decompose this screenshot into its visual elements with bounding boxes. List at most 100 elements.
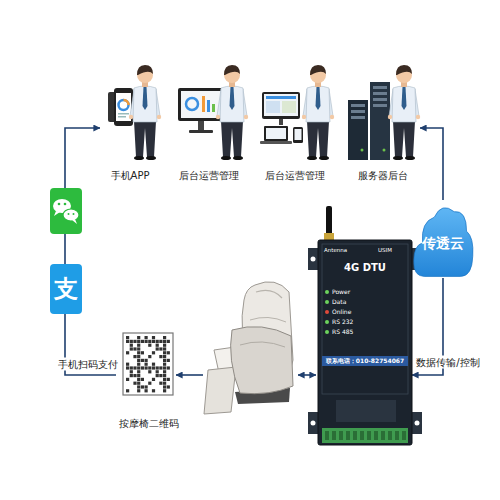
alipay-glyph: 支 bbox=[54, 277, 78, 301]
wechat-icon bbox=[58, 203, 61, 206]
qr-code bbox=[148, 355, 151, 358]
edge-label: 数据传输/控制 bbox=[414, 356, 481, 369]
monitor-figure bbox=[202, 96, 205, 112]
laptop-figure bbox=[266, 96, 296, 99]
qr-code bbox=[152, 363, 155, 366]
cloud-node: 传透云 bbox=[412, 200, 474, 278]
qr-code bbox=[133, 355, 136, 358]
qr-code bbox=[163, 359, 166, 362]
chair-qr-arrow bbox=[176, 374, 203, 376]
laptop-figure bbox=[266, 128, 286, 139]
device-label: Antenna bbox=[324, 247, 347, 254]
qr-code bbox=[152, 340, 155, 343]
server-figure bbox=[373, 98, 387, 101]
qr-code bbox=[123, 333, 173, 395]
massage-chair bbox=[204, 282, 293, 414]
qr-code bbox=[130, 344, 133, 347]
qr-node: 按摩椅二维码 bbox=[116, 330, 182, 432]
dtu-device bbox=[388, 431, 392, 440]
phone-app-figure bbox=[108, 65, 161, 160]
qr-code bbox=[167, 366, 170, 369]
server-figure bbox=[361, 149, 364, 152]
monitor-figure bbox=[207, 100, 210, 112]
qr-code bbox=[145, 389, 148, 392]
qr-code bbox=[137, 374, 140, 377]
qr-code bbox=[152, 366, 155, 369]
qr-code bbox=[126, 363, 129, 366]
qr-code bbox=[137, 355, 140, 358]
qr-code bbox=[137, 347, 140, 350]
laptop-figure bbox=[279, 119, 283, 125]
monitor-figure bbox=[189, 130, 213, 133]
qr-code bbox=[152, 351, 155, 354]
device-label: 4G DTU bbox=[318, 262, 412, 275]
phone-app-figure bbox=[119, 100, 129, 110]
qr-code bbox=[137, 340, 140, 343]
wechat-icon bbox=[64, 203, 67, 206]
qr-code bbox=[133, 347, 136, 350]
edge-label: 手机扫码支付 bbox=[56, 358, 120, 371]
qr-code bbox=[156, 340, 159, 343]
laptop-figure bbox=[266, 101, 280, 113]
dtu-device bbox=[411, 412, 422, 434]
server-figure bbox=[373, 104, 387, 107]
qr-code bbox=[126, 378, 129, 381]
qr-code bbox=[148, 366, 151, 369]
qr-code bbox=[156, 344, 159, 347]
qr-code bbox=[130, 340, 133, 343]
dtu-device bbox=[325, 330, 329, 334]
dtu-device bbox=[339, 431, 343, 440]
dtu-device bbox=[353, 431, 357, 440]
qr-code bbox=[163, 363, 166, 366]
qr-code bbox=[159, 347, 162, 350]
wechat-icon bbox=[63, 209, 79, 221]
qr-code bbox=[145, 366, 148, 369]
qr-code bbox=[137, 366, 140, 369]
monitor-figure bbox=[178, 65, 248, 160]
wechat-icon bbox=[50, 188, 82, 234]
qr-code bbox=[130, 347, 133, 350]
server-figure bbox=[383, 149, 386, 152]
qr-code bbox=[163, 370, 166, 373]
qr-code bbox=[148, 344, 151, 347]
qr-code bbox=[145, 359, 148, 362]
laptop-figure bbox=[260, 141, 292, 144]
qr-code bbox=[123, 333, 173, 395]
qr-code bbox=[163, 385, 166, 388]
qr-code bbox=[137, 370, 140, 373]
qr-code bbox=[145, 385, 148, 388]
qr-code bbox=[167, 378, 170, 381]
qr-code bbox=[137, 351, 140, 354]
server-figure bbox=[373, 92, 387, 95]
qr-code bbox=[163, 355, 166, 358]
massage-chair bbox=[250, 317, 286, 322]
server-figure bbox=[373, 86, 387, 89]
qr-code bbox=[156, 370, 159, 373]
qr-code bbox=[130, 374, 133, 377]
cloud-shape bbox=[414, 208, 473, 277]
dtu-device bbox=[332, 431, 336, 440]
qr-code bbox=[152, 336, 155, 339]
qr-code bbox=[163, 347, 166, 350]
person-figure bbox=[216, 65, 248, 160]
device-label: Online bbox=[332, 308, 351, 316]
qr-code bbox=[156, 374, 159, 377]
admin-node: 后台运营管理 bbox=[172, 62, 246, 184]
qr-code bbox=[133, 340, 136, 343]
qr-code bbox=[163, 389, 166, 392]
monitor-figure bbox=[186, 98, 198, 110]
qr-code bbox=[141, 378, 144, 381]
dtu-device bbox=[325, 310, 329, 314]
person-figure bbox=[129, 65, 161, 160]
qr-code bbox=[141, 351, 144, 354]
laptop-figure bbox=[293, 127, 303, 143]
server-figure bbox=[351, 116, 365, 119]
node-label: 手机APP bbox=[111, 170, 150, 182]
qr-code bbox=[156, 366, 159, 369]
qr-code bbox=[163, 351, 166, 354]
admin-node: 后台运营管理 bbox=[258, 62, 332, 184]
qr-code bbox=[156, 347, 159, 350]
dtu-device bbox=[308, 248, 319, 270]
qr-code bbox=[163, 374, 166, 377]
